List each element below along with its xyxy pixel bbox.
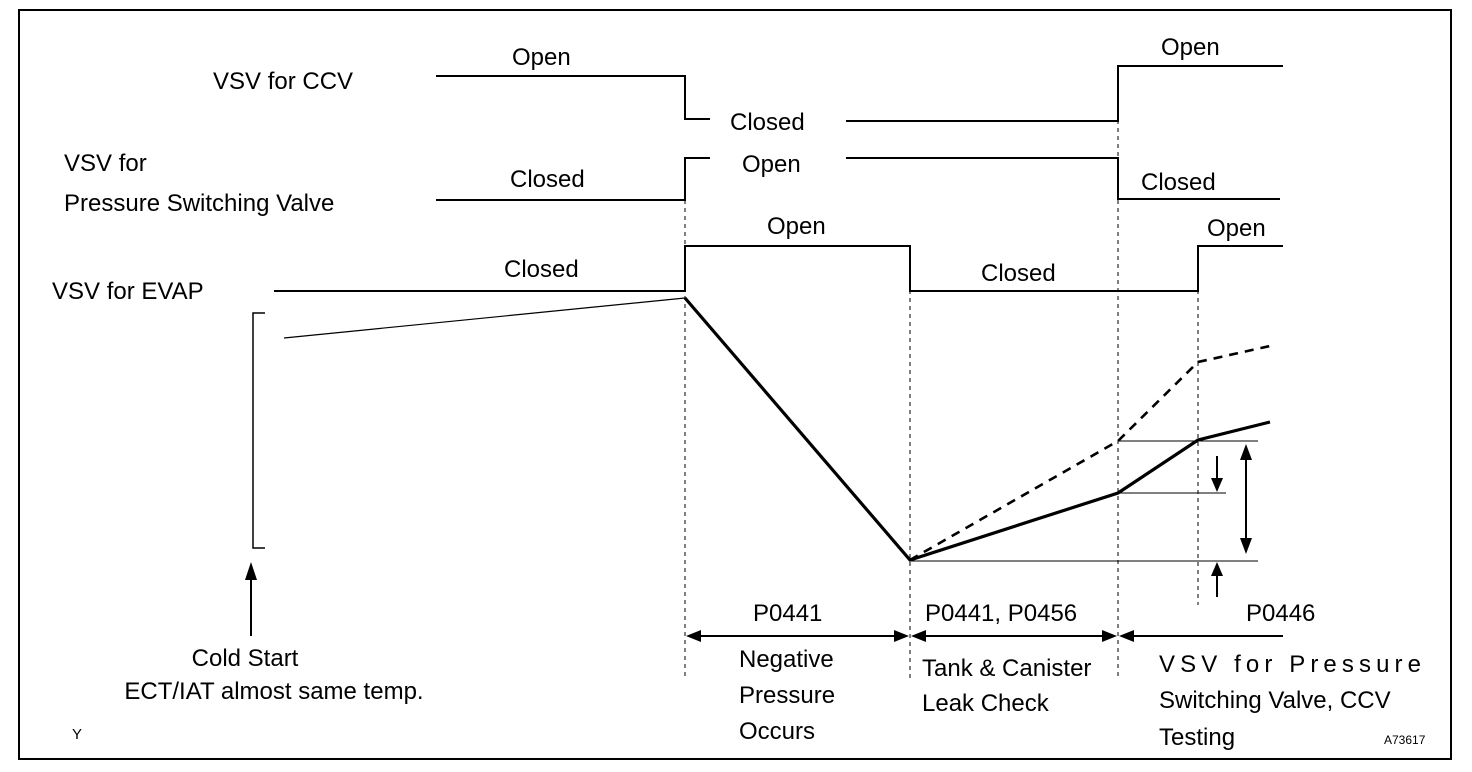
evap-signal-line <box>274 245 1283 292</box>
state-ccv-closed: Closed <box>730 109 805 136</box>
cold-start-line1: Cold Start <box>192 645 299 672</box>
phase3-desc-line2: Switching Valve, CCV <box>1159 687 1391 714</box>
state-ccv-open-2: Open <box>1161 34 1220 61</box>
state-evap-closed-1: Closed <box>504 256 579 283</box>
pressure-scale-bracket <box>252 312 265 549</box>
phase2-span-head-left <box>911 630 926 642</box>
arrow-double-head-top <box>1240 444 1252 460</box>
phase3-desc-line3: Testing <box>1159 724 1235 751</box>
phase3-desc-line1: VSV for Pressure <box>1159 651 1421 678</box>
pressure-trace-reference <box>909 344 1271 562</box>
phase1-span-head-right <box>894 630 909 642</box>
code-phase2: P0441, P0456 <box>925 600 1077 627</box>
ccv-signal-line-1 <box>436 75 710 120</box>
label-vsv-psv-line2: Pressure Switching Valve <box>64 190 334 217</box>
phase1-desc-line1: Negative <box>739 646 834 673</box>
pressure-trace-initial <box>283 297 686 339</box>
arrow-double-head-bottom <box>1240 538 1252 554</box>
state-psv-closed-1: Closed <box>510 166 585 193</box>
state-evap-closed-2: Closed <box>981 260 1056 287</box>
code-phase1: P0441 <box>753 600 822 627</box>
label-vsv-evap: VSV for EVAP <box>52 278 204 305</box>
ccv-signal-line-2 <box>846 65 1283 122</box>
phase1-desc-line2: Pressure <box>739 682 835 709</box>
phase2-desc-line1: Tank & Canister <box>922 655 1091 682</box>
state-psv-open: Open <box>742 151 801 178</box>
arrow-small-down-head <box>1211 478 1223 492</box>
code-phase3: P0446 <box>1246 600 1315 627</box>
phase2-desc-line2: Leak Check <box>922 690 1050 717</box>
state-evap-open-2: Open <box>1207 215 1266 242</box>
phase1-desc-line3: Occurs <box>739 718 815 745</box>
state-evap-open-1: Open <box>767 213 826 240</box>
figure-id: A73617 <box>1384 733 1426 747</box>
arrow-small-up-head <box>1211 562 1223 576</box>
frame-border <box>18 9 1452 760</box>
phase2-span-head-right <box>1102 630 1117 642</box>
phase3-span-head-left <box>1119 630 1134 642</box>
label-vsv-ccv: VSV for CCV <box>213 68 353 95</box>
corner-mark: Y <box>72 726 82 743</box>
cold-start-arrow-head <box>245 562 257 580</box>
phase1-span-head-left <box>686 630 701 642</box>
pressure-trace-main <box>683 296 1271 562</box>
state-psv-closed-2: Closed <box>1141 169 1216 196</box>
cold-start-line2: ECT/IAT almost same temp. <box>124 678 423 705</box>
state-ccv-open-1: Open <box>512 44 571 71</box>
label-vsv-psv-line1: VSV for <box>64 150 147 177</box>
